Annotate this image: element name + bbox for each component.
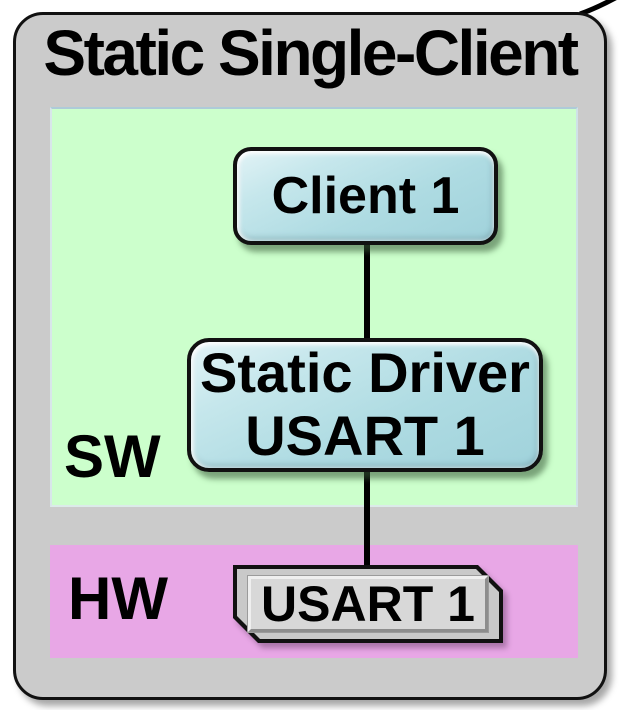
static-driver-node: Static Driver USART 1 bbox=[187, 338, 543, 472]
sw-layer-label: SW bbox=[64, 423, 161, 490]
usart-hw-chip: USART 1 bbox=[233, 565, 503, 643]
static-driver-label-line1: Static Driver bbox=[200, 341, 530, 405]
diagram-title: Static Single-Client bbox=[43, 17, 579, 89]
connector-client-to-driver bbox=[364, 240, 370, 342]
connector-driver-to-usart bbox=[364, 469, 370, 569]
hw-layer-label: HW bbox=[68, 565, 168, 632]
static-driver-label-line2: USART 1 bbox=[245, 404, 485, 467]
client-node-label: Client 1 bbox=[271, 167, 460, 225]
client-node: Client 1 bbox=[233, 147, 498, 245]
usart-chip-label: USART 1 bbox=[261, 576, 475, 632]
usart-chip-panel: USART 1 bbox=[248, 576, 488, 632]
